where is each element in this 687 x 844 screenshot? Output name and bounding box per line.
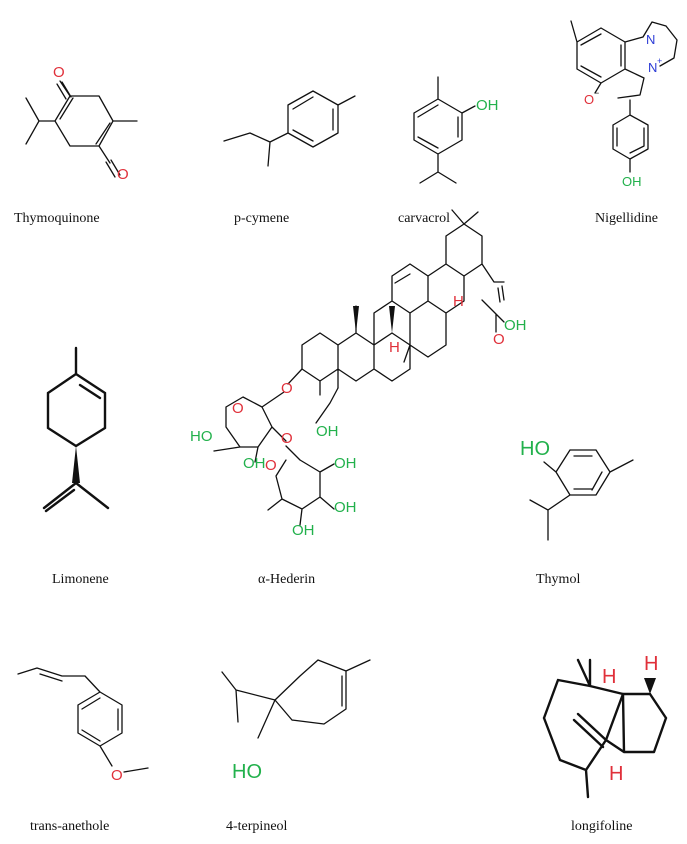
- ring-oxygen-1: O: [232, 400, 244, 417]
- glycosidic-oxygen-2: O: [281, 430, 293, 447]
- structure-trans-anethole: O: [17, 667, 149, 784]
- hydroxyl-carvacrol: OH: [476, 97, 499, 114]
- negative-charge: −: [594, 88, 599, 98]
- glycosidic-oxygen: O: [281, 380, 293, 397]
- label-thymol: Thymol: [536, 572, 580, 587]
- carbonyl-oxygen-top: O: [53, 64, 65, 81]
- label-p-cymene: p-cymene: [234, 211, 289, 226]
- hydroxymethyl-oh: OH: [316, 423, 339, 440]
- nitrogen-2: N: [648, 60, 657, 75]
- structure-nigellidine: N N + O − OH: [570, 20, 678, 189]
- structure-limonene: [42, 346, 110, 513]
- label-alpha-hederin: α-Hederin: [258, 572, 315, 587]
- hydroxyl-sugar1-b: OH: [243, 455, 266, 472]
- label-trans-anethole: trans-anethole: [30, 819, 109, 834]
- positive-charge: +: [657, 56, 662, 66]
- carbonyl-oxygen-bottom: O: [117, 166, 129, 183]
- oxide-oxygen: O: [584, 92, 594, 107]
- structure-longifoline: H H H: [542, 653, 668, 799]
- ring-oxygen-2: O: [265, 457, 277, 474]
- hydroxyl-nigellidine: OH: [622, 174, 642, 189]
- hydrogen-b: H: [644, 653, 658, 675]
- hydrogen-c: H: [609, 763, 623, 785]
- label-thymoquinone: Thymoquinone: [14, 211, 100, 226]
- hydrogen-a: H: [602, 666, 616, 688]
- label-carvacrol: carvacrol: [398, 211, 450, 226]
- label-nigellidine: Nigellidine: [595, 211, 658, 226]
- label-4-terpineol: 4-terpineol: [226, 819, 288, 834]
- structure-thymoquinone: O O: [25, 64, 138, 183]
- hydroxyl-sugar2-c: OH: [292, 522, 315, 539]
- carbonyl-oxygen: O: [493, 331, 505, 348]
- hydroxyl-thymol: HO: [520, 438, 550, 460]
- structure-alpha-hederin: O O O HO OH O OH OH OH OH H H O OH: [190, 209, 527, 539]
- hydrogen-2: H: [453, 293, 464, 310]
- hydroxyl-sugar1-a: HO: [190, 428, 213, 445]
- hydrogen-1: H: [389, 339, 400, 356]
- structure-carvacrol: OH: [413, 76, 499, 184]
- ether-oxygen: O: [111, 767, 123, 784]
- structure-p-cymene: [223, 90, 356, 167]
- label-longifoline: longifoline: [571, 819, 632, 834]
- label-limonene: Limonene: [52, 572, 109, 587]
- structure-4-terpineol: HO: [221, 659, 371, 783]
- hydroxyl-terpineol: HO: [232, 761, 262, 783]
- structure-thymol: HO: [520, 438, 634, 541]
- hydroxyl-sugar2-b: OH: [334, 499, 357, 516]
- nitrogen-1: N: [646, 32, 655, 47]
- carboxyl-oh: OH: [504, 317, 527, 334]
- hydroxyl-sugar2-a: OH: [334, 455, 357, 472]
